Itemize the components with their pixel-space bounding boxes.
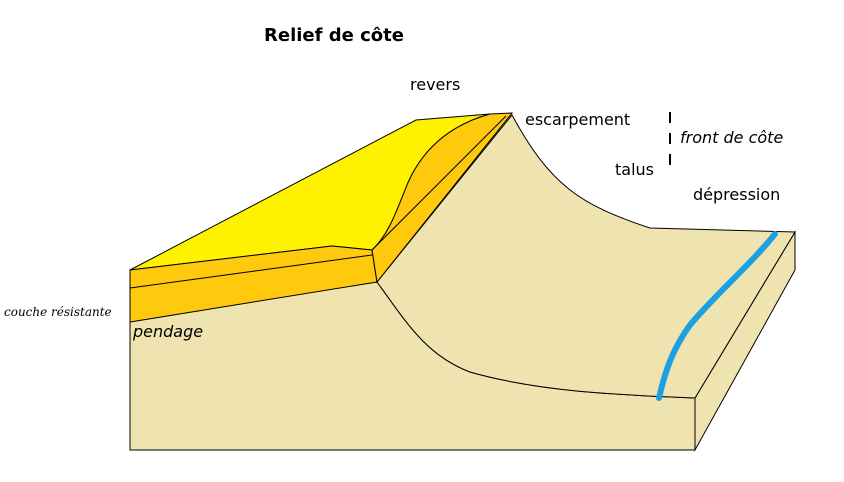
label-escarpement: escarpement xyxy=(525,110,630,129)
diagram-title: Relief de côte xyxy=(264,25,404,46)
label-couche-resistante: couche résistante xyxy=(4,305,112,319)
label-talus: talus xyxy=(615,160,654,179)
label-depression: dépression xyxy=(693,185,780,204)
river xyxy=(656,231,778,401)
label-revers: revers xyxy=(410,75,460,94)
label-pendage: pendage xyxy=(132,322,203,341)
escarpment-face xyxy=(371,112,514,284)
resistant-layer-inner-edge xyxy=(371,115,507,251)
resistant-layer-base-line xyxy=(129,254,373,289)
label-front-de-cote: front de côte xyxy=(680,128,783,147)
